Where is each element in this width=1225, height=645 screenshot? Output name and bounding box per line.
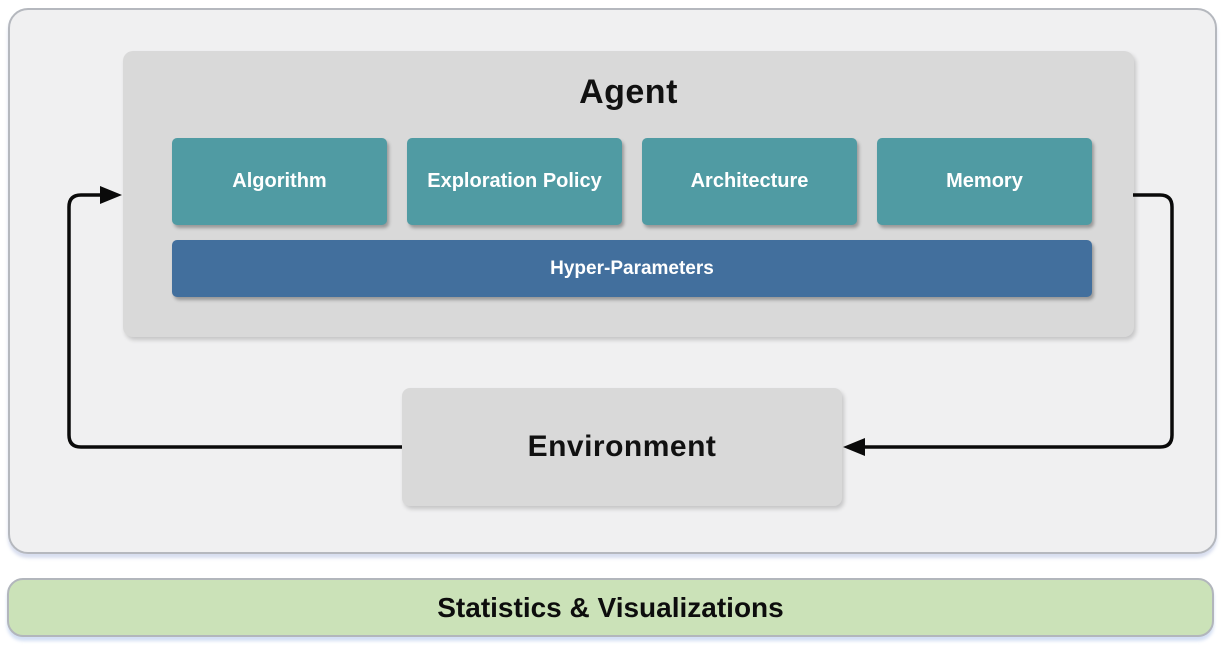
hyper-parameters-label: Hyper-Parameters xyxy=(550,257,714,279)
environment-label: Environment xyxy=(527,430,717,463)
agent-component-memory: Memory xyxy=(877,138,1092,225)
agent-component-label: Exploration Policy xyxy=(427,170,602,192)
agent-component-algorithm: Algorithm xyxy=(172,138,387,225)
agent-panel: Agent Algorithm Exploration Policy Archi… xyxy=(123,51,1134,337)
statistics-visualizations-bar: Statistics & Visualizations xyxy=(7,578,1214,637)
agent-component-label: Architecture xyxy=(690,170,809,192)
environment-box: Environment xyxy=(402,388,842,506)
agent-title: Agent xyxy=(579,73,678,111)
agent-component-architecture: Architecture xyxy=(642,138,857,225)
agent-component-label: Memory xyxy=(946,170,1023,192)
agent-component-label: Algorithm xyxy=(232,170,327,192)
statistics-visualizations-label: Statistics & Visualizations xyxy=(437,591,784,623)
hyper-parameters-bar: Hyper-Parameters xyxy=(172,240,1092,297)
agent-component-exploration-policy: Exploration Policy xyxy=(407,138,622,225)
